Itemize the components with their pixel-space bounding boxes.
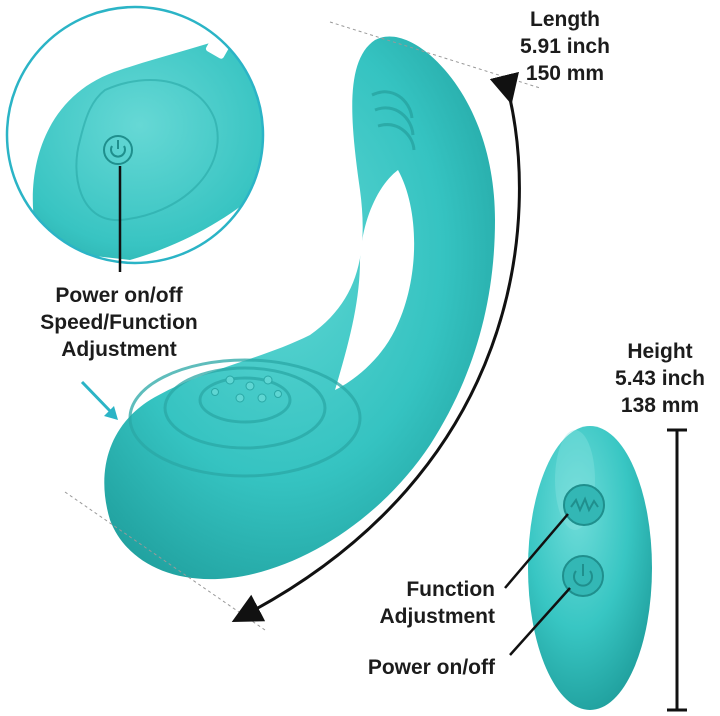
pointer-arrow-icon — [80, 380, 118, 420]
zoom-label-line2: Speed/Function — [40, 311, 198, 334]
zoom-callout — [5, 5, 265, 272]
remote-control — [504, 426, 652, 710]
function-label-line2: Adjustment — [379, 605, 496, 628]
zoom-button-pad — [75, 79, 219, 222]
length-label: Length 5.91 inch 150 mm — [500, 6, 630, 87]
height-inches: 5.43 inch — [615, 367, 705, 390]
length-dimension — [64, 21, 541, 631]
zoom-callout-label: Power on/off Speed/Function Adjustment — [0, 282, 238, 363]
height-dimension — [667, 428, 687, 712]
remote-power-label: Power on/off — [320, 654, 495, 681]
power-leader-line — [509, 587, 571, 656]
function-adjustment-label: Function Adjustment — [330, 576, 496, 630]
zoom-power-icon — [103, 135, 133, 165]
remote-function-button — [563, 484, 605, 526]
zoom-label-line3: Adjustment — [61, 338, 177, 361]
height-label: Height 5.43 inch 138 mm — [600, 338, 720, 419]
height-title: Height — [627, 340, 693, 363]
remote-power-text: Power on/off — [367, 656, 495, 679]
length-title: Length — [530, 8, 600, 31]
height-mm: 138 mm — [620, 394, 700, 417]
remote-power-button — [562, 555, 604, 597]
function-leader-line — [504, 513, 569, 589]
length-mm: 150 mm — [525, 62, 605, 85]
function-label-line1: Function — [406, 578, 495, 601]
length-inches: 5.91 inch — [520, 35, 610, 58]
zoom-label-line1: Power on/off — [55, 284, 183, 307]
